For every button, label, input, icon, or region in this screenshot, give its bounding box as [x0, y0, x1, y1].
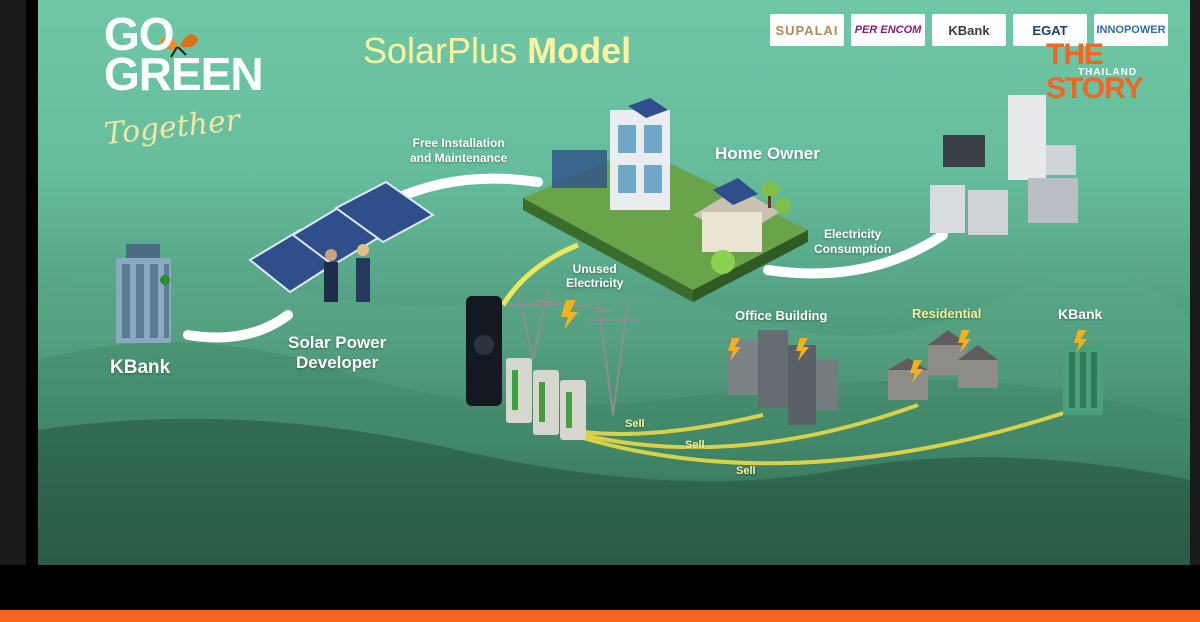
- lightning-icon: [561, 300, 578, 330]
- office-building-icon: [728, 330, 838, 425]
- unused-electricity-label: Unused Electricity: [566, 262, 623, 290]
- innopower-logo: INNOPOWER: [1094, 14, 1168, 46]
- solar-panels-icon: [248, 180, 435, 294]
- sell-line-office: [582, 413, 764, 436]
- consumption-line2: Consumption: [814, 242, 892, 256]
- solarplus-slide: GO GREEN Together SolarPlus Model SUPALA…: [38, 0, 1190, 565]
- lightning-icon: [910, 360, 923, 383]
- solar-power-developer-label: Solar Power Developer: [288, 333, 386, 373]
- egat-logo: EGAT: [1013, 14, 1087, 46]
- kbank-right-label: KBank: [1058, 306, 1103, 322]
- kbank-building-left-icon: [116, 244, 171, 343]
- kbank-building-right-icon: [1063, 345, 1103, 415]
- flow-free-installation: [388, 173, 543, 205]
- kbank-logo: KBank: [932, 14, 1006, 46]
- home-owner-label: Home Owner: [715, 144, 820, 163]
- title-part1: SolarPlus: [363, 30, 518, 71]
- unused-line2: Electricity: [566, 276, 624, 290]
- residential-label: Residential: [912, 306, 982, 321]
- home-appliances-icon: [930, 95, 1078, 235]
- diagram-canvas: [38, 34, 1190, 565]
- sell-label-3: Sell: [736, 465, 756, 477]
- kbank-left-label: KBank: [110, 357, 171, 378]
- perencom-logo: PER ENCOM: [851, 14, 925, 46]
- the-story-watermark: THE STORY: [1046, 38, 1144, 105]
- electricity-consumption-label: Electricity Consumption: [814, 227, 891, 257]
- sell-line-residential: [582, 403, 919, 450]
- lightning-icons: [561, 300, 1087, 383]
- sell-line-kbank: [582, 408, 1074, 466]
- office-building-label: Office Building: [735, 308, 828, 323]
- developer-line1: Solar Power: [288, 333, 387, 352]
- free-install-line1: Free Installation: [412, 136, 505, 150]
- title-part2: Model: [527, 30, 632, 71]
- business-people-icon: [324, 244, 370, 302]
- sell-label-2: Sell: [685, 439, 705, 451]
- flow-kbank-to-developer: [183, 310, 293, 343]
- unused-line1: Unused: [572, 262, 617, 276]
- home-owner-house-icon: [523, 98, 808, 302]
- bottom-accent-strip: [0, 610, 1200, 622]
- go-green-line1: GO: [104, 8, 175, 60]
- flow-unused-electricity: [500, 242, 579, 307]
- lightning-icon: [1074, 330, 1087, 353]
- sell-label-1: Sell: [625, 418, 645, 430]
- the-story-country: THAILAND: [1078, 67, 1138, 78]
- lightning-icon: [728, 338, 741, 361]
- free-installation-label: Free Installation and Maintenance: [410, 136, 507, 166]
- butterfly-icon: [160, 34, 198, 58]
- power-pylon-icon: [508, 289, 638, 416]
- slide-title: SolarPlus Model: [363, 30, 631, 72]
- lightning-icon: [958, 330, 971, 353]
- developer-line2: Developer: [296, 353, 379, 372]
- flow-electricity-consumption: [763, 230, 948, 279]
- consumption-line1: Electricity: [823, 227, 882, 241]
- go-green-logo: GO GREEN: [104, 8, 264, 100]
- hill-front: [38, 418, 1190, 565]
- go-green-line2: GREEN: [104, 48, 264, 100]
- free-install-line2: and Maintenance: [410, 151, 508, 165]
- left-frame-bar: [0, 0, 26, 565]
- supalai-logo: SUPALAI: [770, 14, 844, 46]
- right-frame-bar: [1190, 0, 1200, 565]
- residential-houses-icon: [888, 330, 998, 400]
- lightning-icon: [796, 338, 809, 361]
- battery-storage-icon: [466, 296, 586, 440]
